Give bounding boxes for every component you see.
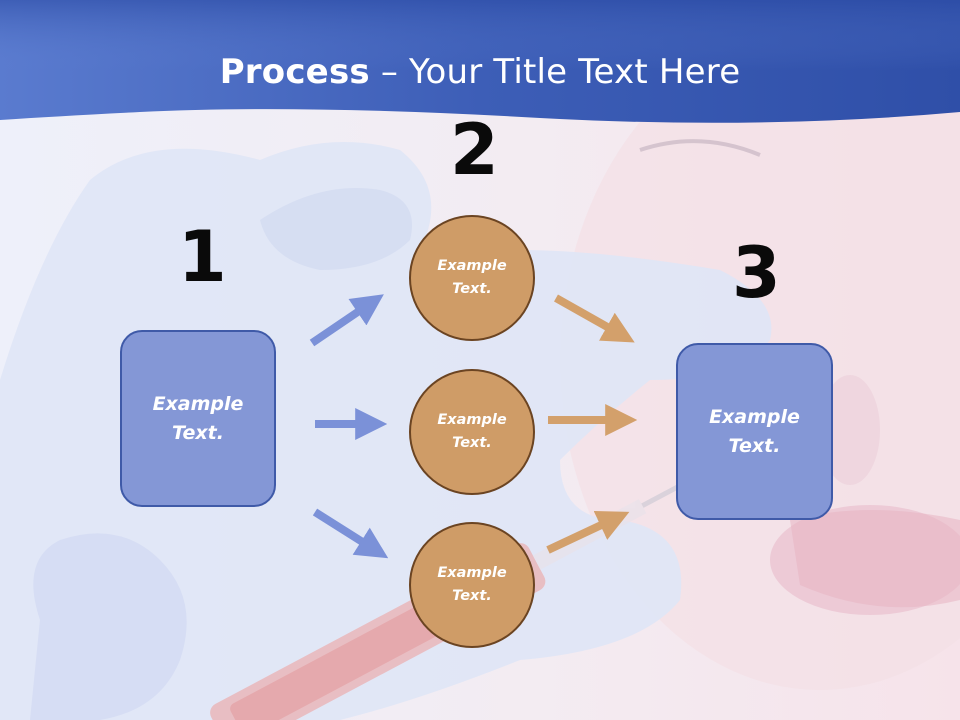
step-1-line2: Text. — [172, 421, 224, 444]
step-1-line1: Example — [152, 392, 244, 415]
circle-middle-line2: Text. — [452, 435, 492, 451]
circle-top-line1: Example — [437, 258, 507, 274]
arrow-blue-down — [312, 508, 389, 559]
page-title: Process – Your Title Text Here — [0, 52, 960, 92]
arrow-blue-up — [309, 294, 384, 347]
circle-top-line2: Text. — [452, 281, 492, 297]
step-2-circle-bottom: Example Text. — [409, 522, 535, 648]
circle-middle-line1: Example — [437, 412, 507, 428]
step-3-line2: Text. — [728, 434, 781, 457]
step-3-line1: Example — [709, 405, 800, 428]
arrow-orange-up — [546, 510, 630, 554]
circle-bottom-line2: Text. — [452, 588, 492, 604]
circle-bottom-line1: Example — [437, 565, 507, 581]
step-number-3: 3 — [732, 232, 781, 314]
step-2-circle-top: Example Text. — [409, 215, 535, 341]
step-3-box: Example Text. — [676, 343, 833, 520]
title-rest: – Your Title Text Here — [369, 52, 741, 92]
title-bold: Process — [219, 52, 370, 92]
step-2-circle-middle: Example Text. — [409, 369, 535, 495]
step-number-2: 2 — [450, 109, 499, 191]
arrow-orange-down — [554, 294, 635, 343]
step-1-box: Example Text. — [120, 330, 276, 507]
step-number-1: 1 — [178, 216, 227, 298]
